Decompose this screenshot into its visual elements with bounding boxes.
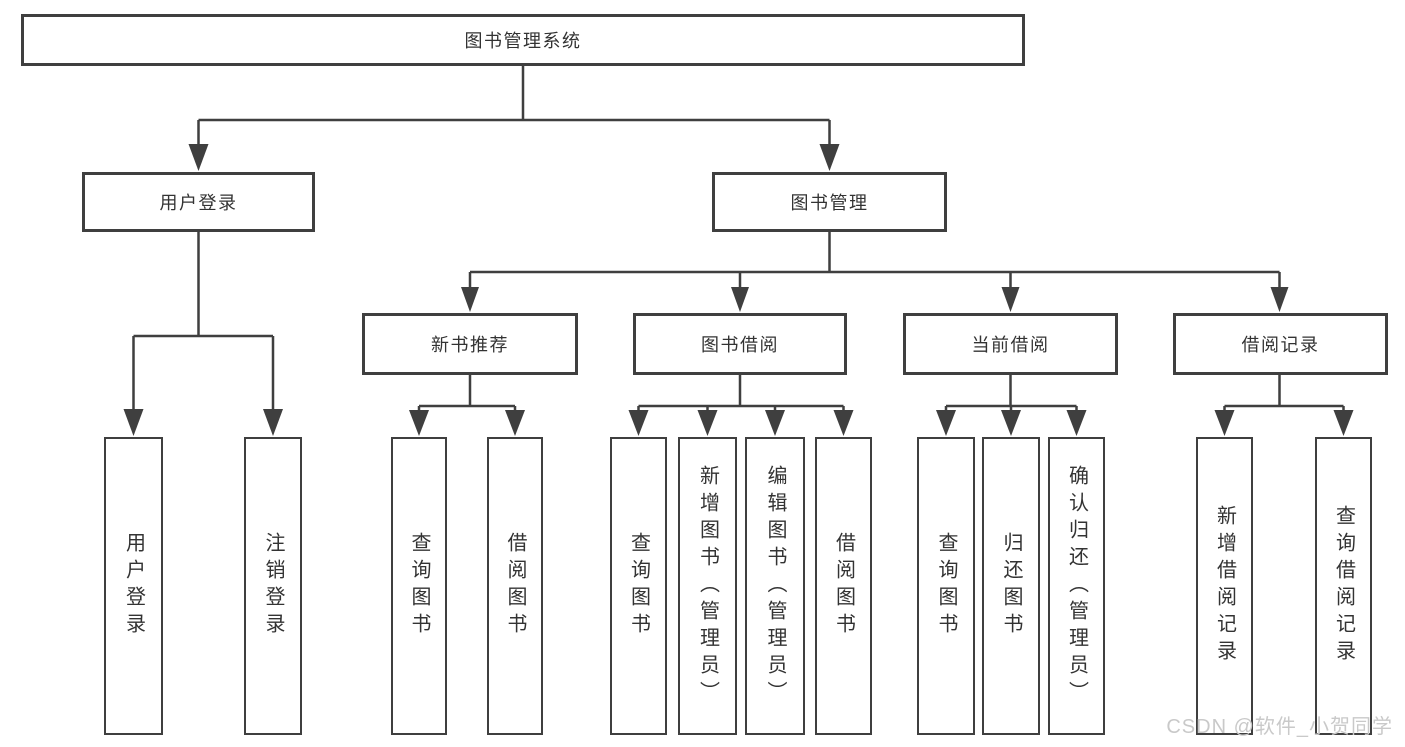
leaf-user-login-label: 用户登录 [122, 532, 145, 640]
leaf-newbooks-query-books: 查询图书 [391, 437, 447, 735]
leaf-newbooks-query-books-label: 查询图书 [408, 532, 430, 640]
leaf-records-add-record: 新增借阅记录 [1196, 437, 1253, 735]
leaf-newbooks-borrow-books: 借阅图书 [487, 437, 543, 735]
leaf-borrowing-borrow-books: 借阅图书 [815, 437, 872, 735]
leaf-current-query-books: 查询图书 [917, 437, 975, 735]
leaf-current-confirm-return-admin: 确认归还（管理员） [1048, 437, 1105, 735]
node-book-borrowing: 图书借阅 [633, 313, 847, 375]
leaf-borrowing-add-books-admin: 新增图书（管理员） [678, 437, 737, 735]
leaf-borrowing-add-books-admin-label: 新增图书（管理员） [696, 464, 719, 708]
leaf-current-confirm-return-admin-label: 确认归还（管理员） [1065, 464, 1088, 708]
node-borrowing-records: 借阅记录 [1173, 313, 1388, 375]
leaf-user-login: 用户登录 [104, 437, 163, 735]
leaf-logout: 注销登录 [244, 437, 302, 735]
csdn-watermark: CSDN @软件_小贺同学 [1166, 716, 1393, 738]
node-root-library-system: 图书管理系统 [21, 14, 1025, 66]
leaf-borrowing-query-books-label: 查询图书 [627, 532, 650, 640]
leaf-current-query-books-label: 查询图书 [935, 532, 957, 640]
node-new-book-recommend: 新书推荐 [362, 313, 578, 375]
leaf-borrowing-edit-books-admin: 编辑图书（管理员） [745, 437, 805, 735]
leaf-current-return-books: 归还图书 [982, 437, 1040, 735]
node-current-borrowing: 当前借阅 [903, 313, 1118, 375]
leaf-records-add-record-label: 新增借阅记录 [1213, 505, 1236, 667]
leaf-borrowing-query-books: 查询图书 [610, 437, 667, 735]
leaf-records-query-record: 查询借阅记录 [1315, 437, 1372, 735]
leaf-logout-label: 注销登录 [262, 532, 284, 640]
leaf-current-return-books-label: 归还图书 [1000, 532, 1022, 640]
leaf-borrowing-borrow-books-label: 借阅图书 [832, 532, 855, 640]
leaf-records-query-record-label: 查询借阅记录 [1332, 505, 1355, 667]
node-book-management: 图书管理 [712, 172, 947, 232]
leaf-newbooks-borrow-books-label: 借阅图书 [504, 532, 526, 640]
node-user-login: 用户登录 [82, 172, 315, 232]
leaf-borrowing-edit-books-admin-label: 编辑图书（管理员） [764, 464, 786, 708]
